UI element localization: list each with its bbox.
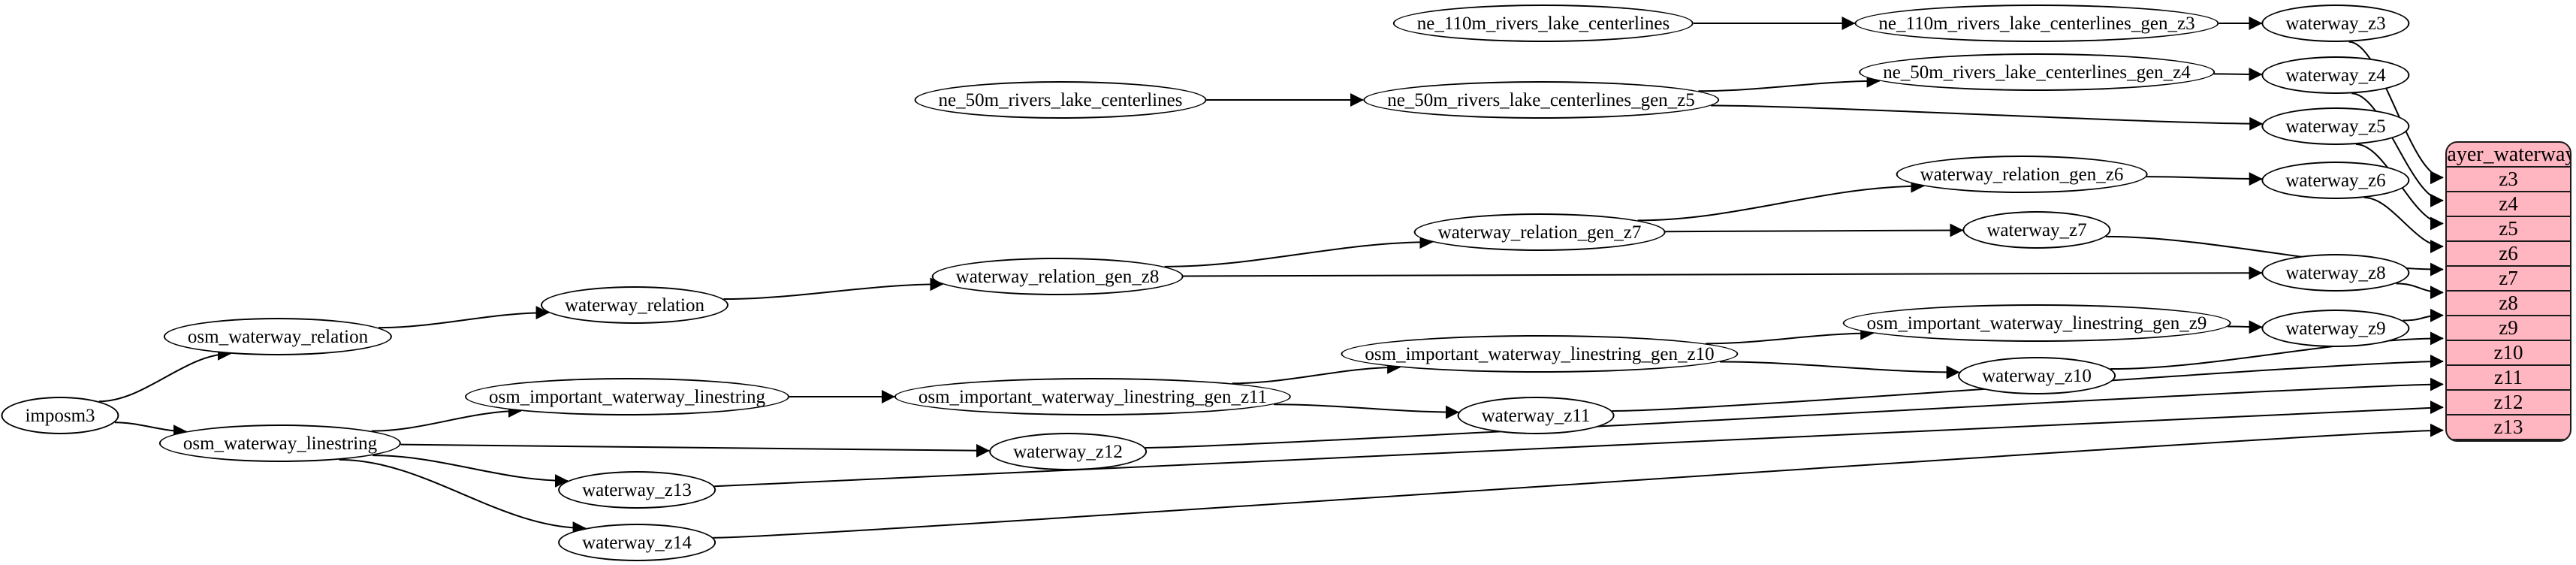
graph-node-waterway_z7: waterway_z7 bbox=[1962, 211, 2111, 249]
graph-node-waterway_z5: waterway_z5 bbox=[2261, 107, 2410, 145]
edge-waterway_z10-to-layer_waterway-z10 bbox=[2110, 331, 2444, 370]
edge-waterway_z3-to-layer_waterway-z3 bbox=[2348, 41, 2444, 185]
layer-waterway-row-z5: z5 bbox=[2447, 217, 2570, 242]
edge-waterway_relation_gen_z7-to-waterway_z7 bbox=[1665, 223, 1964, 237]
edge-osm_important_waterway_linestring_gen_z10-to-osm_important_waterway_linestring_gen_z9 bbox=[1706, 326, 1875, 345]
layer-waterway-row-z6: z6 bbox=[2447, 242, 2570, 267]
graph-node-waterway_z12: waterway_z12 bbox=[989, 433, 1147, 470]
layer-waterway-row-z4: z4 bbox=[2447, 192, 2570, 217]
layer-waterway-row-z13: z13 bbox=[2447, 415, 2570, 440]
graph-node-waterway_z3: waterway_z3 bbox=[2261, 5, 2410, 42]
graph-node-ne_110m_rivers_lake_centerlines: ne_110m_rivers_lake_centerlines bbox=[1392, 5, 1694, 42]
edge-waterway_z9-to-layer_waterway-z9 bbox=[2403, 308, 2444, 322]
graph-node-osm_important_waterway_linestring_gen_z9: osm_important_waterway_linestring_gen_z9 bbox=[1842, 304, 2231, 342]
edge-osm_waterway_linestring-to-osm_important_waterway_linestring bbox=[371, 403, 522, 432]
edge-osm_waterway_linestring-to-waterway_z12 bbox=[400, 443, 990, 458]
layer-waterway-row-z8: z8 bbox=[2447, 292, 2570, 316]
layer-waterway-row-z10: z10 bbox=[2447, 341, 2570, 366]
graph-node-waterway_z13: waterway_z13 bbox=[558, 471, 716, 509]
graph-node-waterway_z14: waterway_z14 bbox=[558, 524, 716, 561]
edge-osm_important_waterway_linestring_gen_z10-to-waterway_z10 bbox=[1719, 361, 1960, 379]
edge-ne_50m_rivers_lake_centerlines_gen_z5-to-ne_50m_rivers_lake_centerlines_gen_z4 bbox=[1698, 74, 1881, 92]
graph-node-osm_important_waterway_linestring_gen_z11: osm_important_waterway_linestring_gen_z1… bbox=[894, 378, 1292, 415]
edge-waterway_z6-to-layer_waterway-z6 bbox=[2364, 197, 2444, 254]
graph-node-waterway_relation_gen_z7: waterway_relation_gen_z7 bbox=[1413, 213, 1666, 251]
graph-node-ne_110m_rivers_lake_centerlines_gen_z3: ne_110m_rivers_lake_centerlines_gen_z3 bbox=[1854, 5, 2219, 42]
graph-node-ne_50m_rivers_lake_centerlines: ne_50m_rivers_lake_centerlines bbox=[914, 81, 1207, 119]
edge-waterway_z12-to-layer_waterway-z12 bbox=[1145, 377, 2444, 449]
graph-node-waterway_relation_gen_z8: waterway_relation_gen_z8 bbox=[931, 258, 1184, 295]
edge-waterway_z14-to-layer_waterway-z14plus bbox=[713, 423, 2444, 539]
graph-node-waterway_z10: waterway_z10 bbox=[1958, 357, 2116, 394]
graph-node-waterway_relation_gen_z6: waterway_relation_gen_z6 bbox=[1896, 156, 2148, 193]
graph-node-waterway_z6: waterway_z6 bbox=[2261, 162, 2410, 199]
graph-node-imposm3: imposm3 bbox=[1, 397, 119, 434]
edge-osm_waterway_linestring-to-waterway_z13 bbox=[373, 455, 569, 488]
edge-osm_waterway_linestring-to-waterway_z14 bbox=[339, 458, 587, 536]
edge-osm_important_waterway_linestring_gen_z11-to-osm_important_waterway_linestring_gen_z10 bbox=[1232, 360, 1401, 385]
graph-node-ne_50m_rivers_lake_centerlines_gen_z4: ne_50m_rivers_lake_centerlines_gen_z4 bbox=[1859, 53, 2215, 91]
edge-osm_important_waterway_linestring_gen_z9-to-waterway_z9 bbox=[2228, 320, 2263, 334]
graph-node-ne_50m_rivers_lake_centerlines_gen_z5: ne_50m_rivers_lake_centerlines_gen_z5 bbox=[1363, 81, 1719, 119]
layer-waterway-row-z7: z7 bbox=[2447, 267, 2570, 292]
layer-waterway-row-z12: z12 bbox=[2447, 391, 2570, 415]
graph-node-waterway_relation: waterway_relation bbox=[540, 286, 729, 324]
graph-node-osm_waterway_relation: osm_waterway_relation bbox=[163, 318, 393, 355]
edge-waterway_relation_gen_z6-to-waterway_z6 bbox=[2146, 172, 2263, 186]
graph-node-osm_important_waterway_linestring_gen_z10: osm_important_waterway_linestring_gen_z1… bbox=[1341, 335, 1739, 373]
edge-waterway_relation_gen_z8-to-waterway_z8 bbox=[1183, 266, 2263, 280]
edge-imposm3-to-osm_waterway_relation bbox=[98, 346, 232, 403]
layer-waterway-row-z14plus: z14+ bbox=[2447, 440, 2570, 442]
edge-imposm3-to-osm_waterway_linestring bbox=[114, 421, 187, 439]
edge-waterway_z8-to-layer_waterway-z8 bbox=[2396, 282, 2444, 300]
graph-node-waterway_z11: waterway_z11 bbox=[1457, 397, 1615, 434]
layer-waterway-row-z3: z3 bbox=[2447, 168, 2570, 192]
graph-node-waterway_z8: waterway_z8 bbox=[2261, 254, 2410, 292]
graph-node-waterway_z9: waterway_z9 bbox=[2261, 310, 2410, 347]
graph-node-osm_important_waterway_linestring: osm_important_waterway_linestring bbox=[465, 378, 789, 415]
edge-waterway_relation_gen_z7-to-waterway_relation_gen_z6 bbox=[1637, 179, 1925, 222]
edge-ne_50m_rivers_lake_centerlines_gen_z5-to-waterway_z5 bbox=[1711, 104, 2264, 131]
edge-osm_important_waterway_linestring_gen_z11-to-waterway_z11 bbox=[1273, 403, 1459, 419]
edge-waterway_relation-to-waterway_relation_gen_z8 bbox=[723, 277, 944, 301]
graph-node-osm_waterway_linestring: osm_waterway_linestring bbox=[158, 425, 402, 462]
layer-waterway-table-title: layer_waterway bbox=[2447, 143, 2570, 168]
layer-waterway-row-z11: z11 bbox=[2447, 366, 2570, 391]
edge-waterway_z4-to-layer_waterway-z4 bbox=[2351, 92, 2444, 207]
layer-waterway-row-z9: z9 bbox=[2447, 316, 2570, 341]
edge-waterway_relation_gen_z8-to-waterway_relation_gen_z7 bbox=[1164, 235, 1434, 267]
graph-node-waterway_z4: waterway_z4 bbox=[2261, 56, 2410, 94]
edge-osm_waterway_relation-to-waterway_relation bbox=[378, 306, 550, 329]
